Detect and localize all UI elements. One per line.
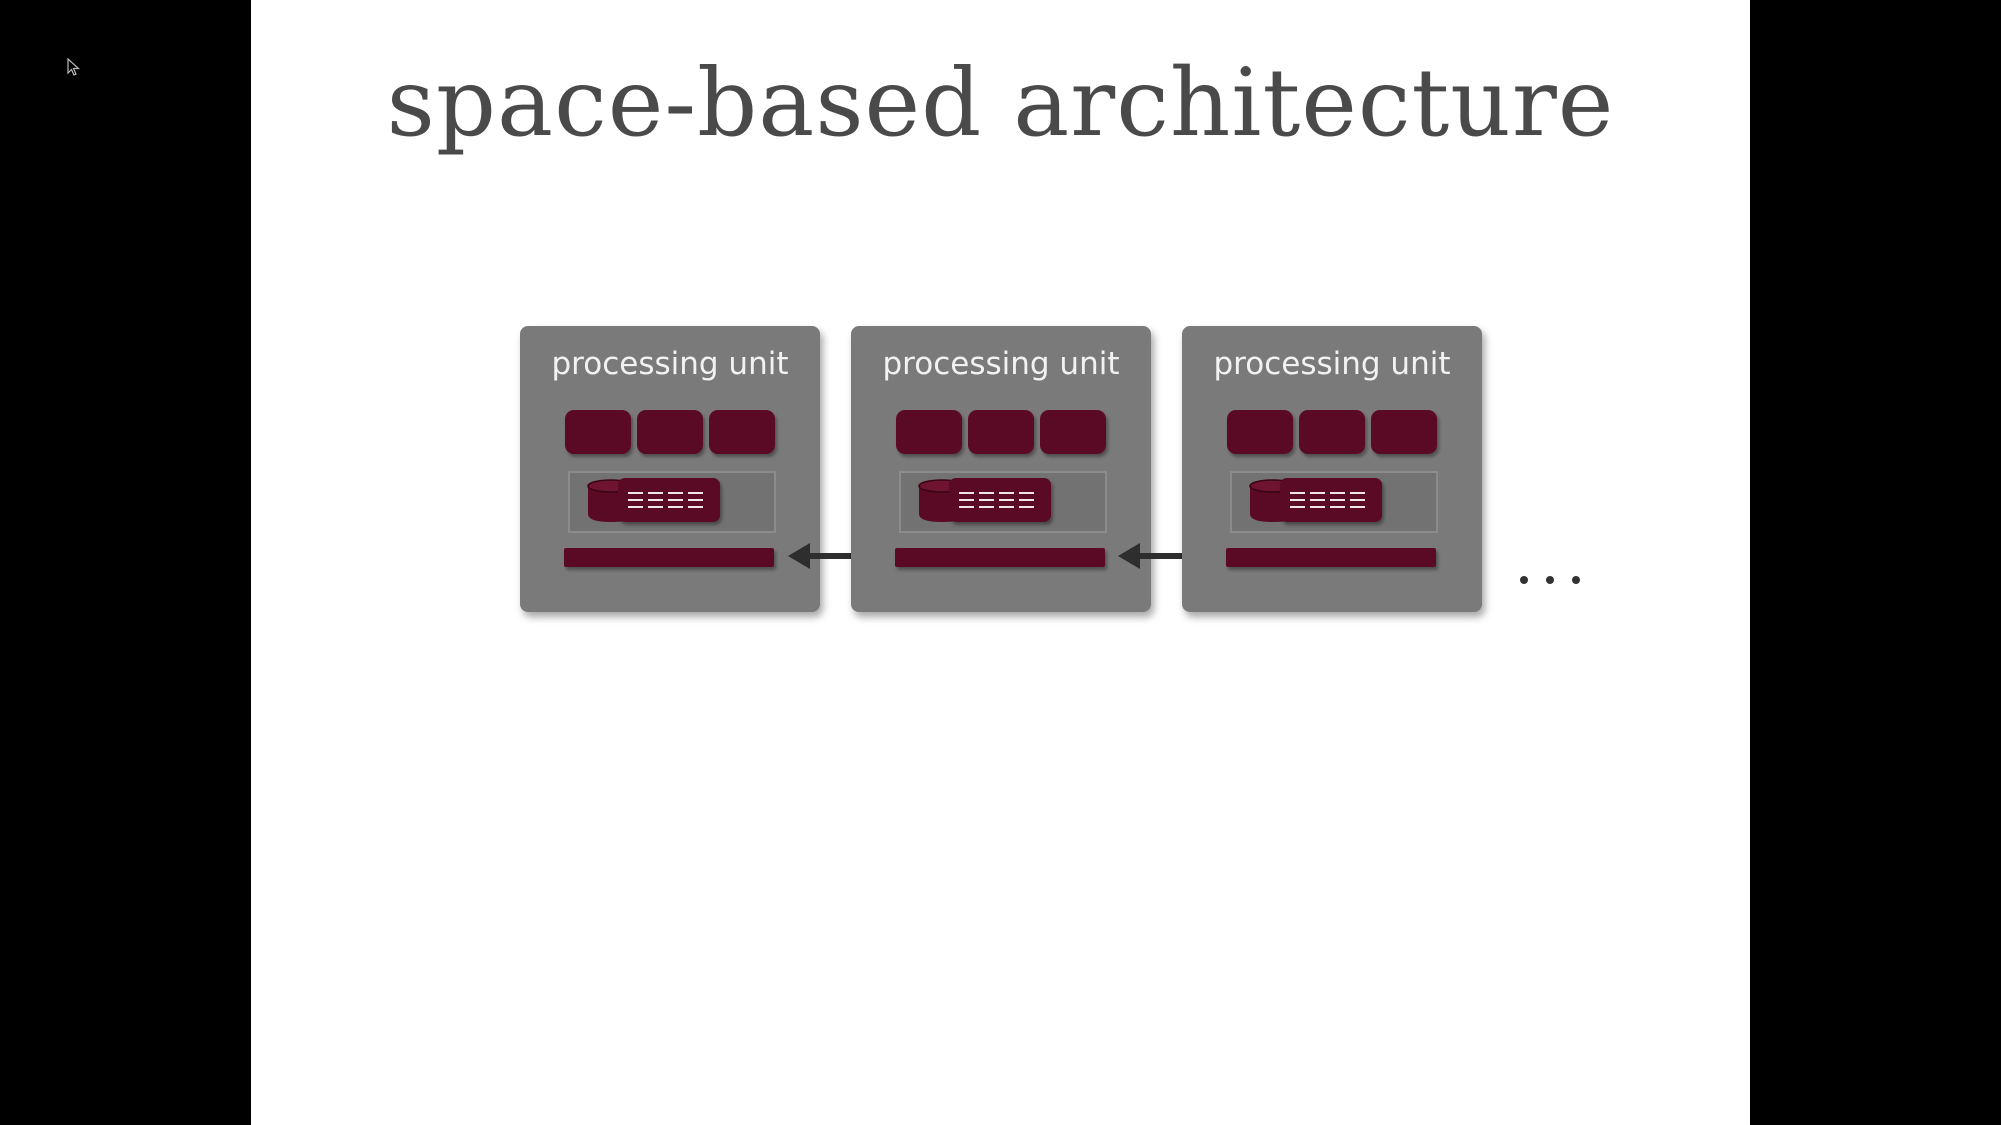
slide-title: space-based architecture xyxy=(386,49,1615,158)
processing-module-block xyxy=(896,410,962,454)
processing-module-block xyxy=(1299,410,1365,454)
processing-unit-label: processing unit xyxy=(1213,346,1451,382)
processing-unit-label: processing unit xyxy=(551,346,789,382)
messaging-bus-bar xyxy=(895,548,1105,567)
processing-module-block xyxy=(637,410,703,454)
processing-unit-1: processing unit xyxy=(520,326,820,612)
processing-module-block xyxy=(968,410,1034,454)
processing-module-block xyxy=(565,410,631,454)
processing-module-block xyxy=(1227,410,1293,454)
processing-unit-label: processing unit xyxy=(882,346,1120,382)
processing-unit-3: processing unit xyxy=(1182,326,1482,612)
processing-module-block xyxy=(709,410,775,454)
data-grid-block xyxy=(1280,478,1382,522)
continuation-ellipsis xyxy=(1520,576,1580,584)
presentation-slide: space-based architecture processing unit xyxy=(251,0,1750,1125)
messaging-bus-bar xyxy=(1226,548,1436,567)
processing-module-block xyxy=(1371,410,1437,454)
processing-unit-2: processing unit xyxy=(851,326,1151,612)
processing-module-block xyxy=(1040,410,1106,454)
data-grid-block xyxy=(949,478,1051,522)
mouse-pointer-icon xyxy=(67,58,81,76)
data-grid-block xyxy=(618,478,720,522)
messaging-bus-bar xyxy=(564,548,774,567)
